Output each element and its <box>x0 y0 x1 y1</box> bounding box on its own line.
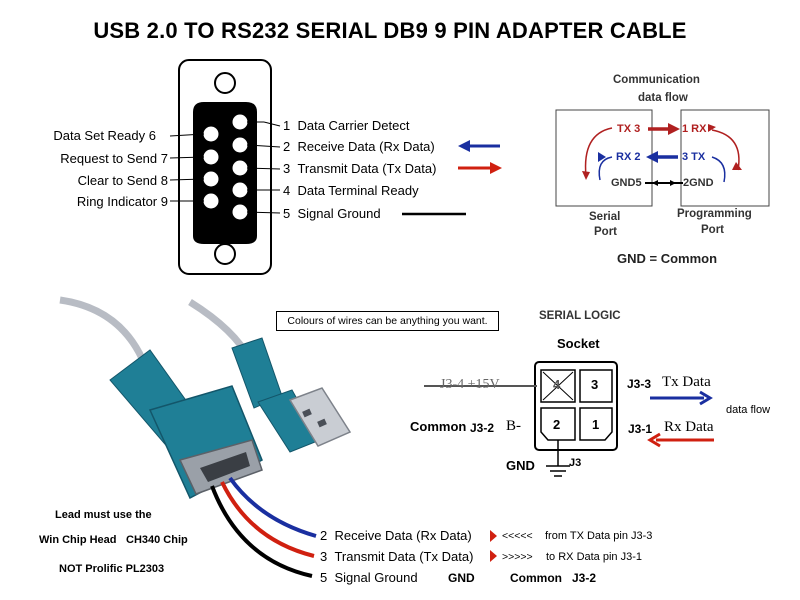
lead-note-line2a: Win Chip Head <box>39 534 117 546</box>
bottom-row-rx-arrows: <<<<< <box>502 530 533 542</box>
lead-note-line3: NOT Prolific PL2303 <box>59 563 165 575</box>
serial-tx-label: TX 3 <box>617 123 641 135</box>
prog-port-label-2: Port <box>701 224 724 236</box>
usb-serial-cable-illustration <box>59 296 352 578</box>
bottom-row-tx-note: to RX Data pin J3-1 <box>546 551 642 563</box>
wire-colour-note: Colours of wires can be anything you wan… <box>276 311 499 331</box>
serial-rx-label: RX 2 <box>616 151 641 163</box>
socket-label: Socket <box>557 336 600 351</box>
bottom-row-common: Common <box>510 571 562 585</box>
rx-data-label: Rx Data <box>664 419 714 435</box>
j3-2-label: J3-2 <box>470 421 495 435</box>
db9-shell <box>193 102 257 244</box>
pin-8-label: Clear to Send 8 <box>77 173 168 188</box>
gnd-common-label: GND = Common <box>617 251 718 266</box>
db9-connector <box>169 59 502 275</box>
prog-gnd-label: 2GND <box>683 177 714 189</box>
j3-1-label: J3-1 <box>628 422 653 436</box>
bottom-row-gnd-label: GND <box>448 571 475 585</box>
comm-flow-diagram <box>555 109 770 207</box>
socket-pin-2: 2 <box>553 417 561 432</box>
page-title: USB 2.0 TO RS232 SERIAL DB9 9 PIN ADAPTE… <box>93 18 687 43</box>
prog-rx-label: 1 RX <box>682 123 707 135</box>
socket-pin-3: 3 <box>591 377 599 392</box>
socket-pin-1: 1 <box>592 417 600 432</box>
tx-data-label: Tx Data <box>662 374 711 390</box>
tx-arrow-head <box>490 550 497 562</box>
gnd-label: GND <box>506 458 535 473</box>
pin-7-label: Request to Send 7 <box>60 151 168 166</box>
lead-note-line2b: CH340 Chip <box>126 534 188 546</box>
prog-port-label-1: Programming <box>677 208 752 220</box>
serial-logic-heading: SERIAL LOGIC <box>539 310 621 322</box>
bottom-row-tx: 3 Transmit Data (Tx Data) <box>320 549 474 564</box>
j3-label: J3 <box>569 457 582 469</box>
pin-4-label: 4 Data Terminal Ready <box>283 183 419 198</box>
j3-4-label: J3-4 +15V <box>440 377 500 392</box>
pin-6-label: Data Set Ready 6 <box>53 128 156 143</box>
bottom-row-tx-arrows: >>>>> <box>502 551 533 563</box>
socket-pin-4: 4 <box>553 377 561 392</box>
serial-logic-socket <box>424 361 714 477</box>
mounting-hole-bottom <box>214 243 236 265</box>
bottom-row-j3-2: J3-2 <box>572 571 597 585</box>
pin-9-label: Ring Indicator 9 <box>76 194 168 209</box>
common-label: Common <box>410 419 467 434</box>
serial-port-label-2: Port <box>594 226 617 238</box>
data-flow-label: data flow <box>726 404 771 416</box>
rx-arrow-head <box>490 530 497 542</box>
pin-3-label: 3 Transmit Data (Tx Data) <box>283 161 437 176</box>
db9-pins <box>203 114 248 220</box>
lead-note-line1: Lead must use the <box>55 509 152 521</box>
mounting-hole-top <box>214 72 236 94</box>
pin-2-label: 2 Receive Data (Rx Data) <box>283 139 435 154</box>
b-minus-label: B- <box>506 418 521 434</box>
prog-tx-label: 3 TX <box>682 151 706 163</box>
bottom-row-rx: 2 Receive Data (Rx Data) <box>320 528 472 543</box>
j3-3-label: J3-3 <box>627 377 652 391</box>
bottom-row-rx-note: from TX Data pin J3-3 <box>545 530 653 542</box>
comm-heading-line1: Communication <box>613 74 700 86</box>
comm-heading-line2: data flow <box>638 92 688 104</box>
pin-5-label: 5 Signal Ground <box>283 206 381 221</box>
pin-1-label: 1 Data Carrier Detect <box>283 118 410 133</box>
bottom-row-gnd: 5 Signal Ground <box>320 570 418 585</box>
serial-gnd-label: GND5 <box>611 177 642 189</box>
serial-port-label-1: Serial <box>589 211 621 223</box>
